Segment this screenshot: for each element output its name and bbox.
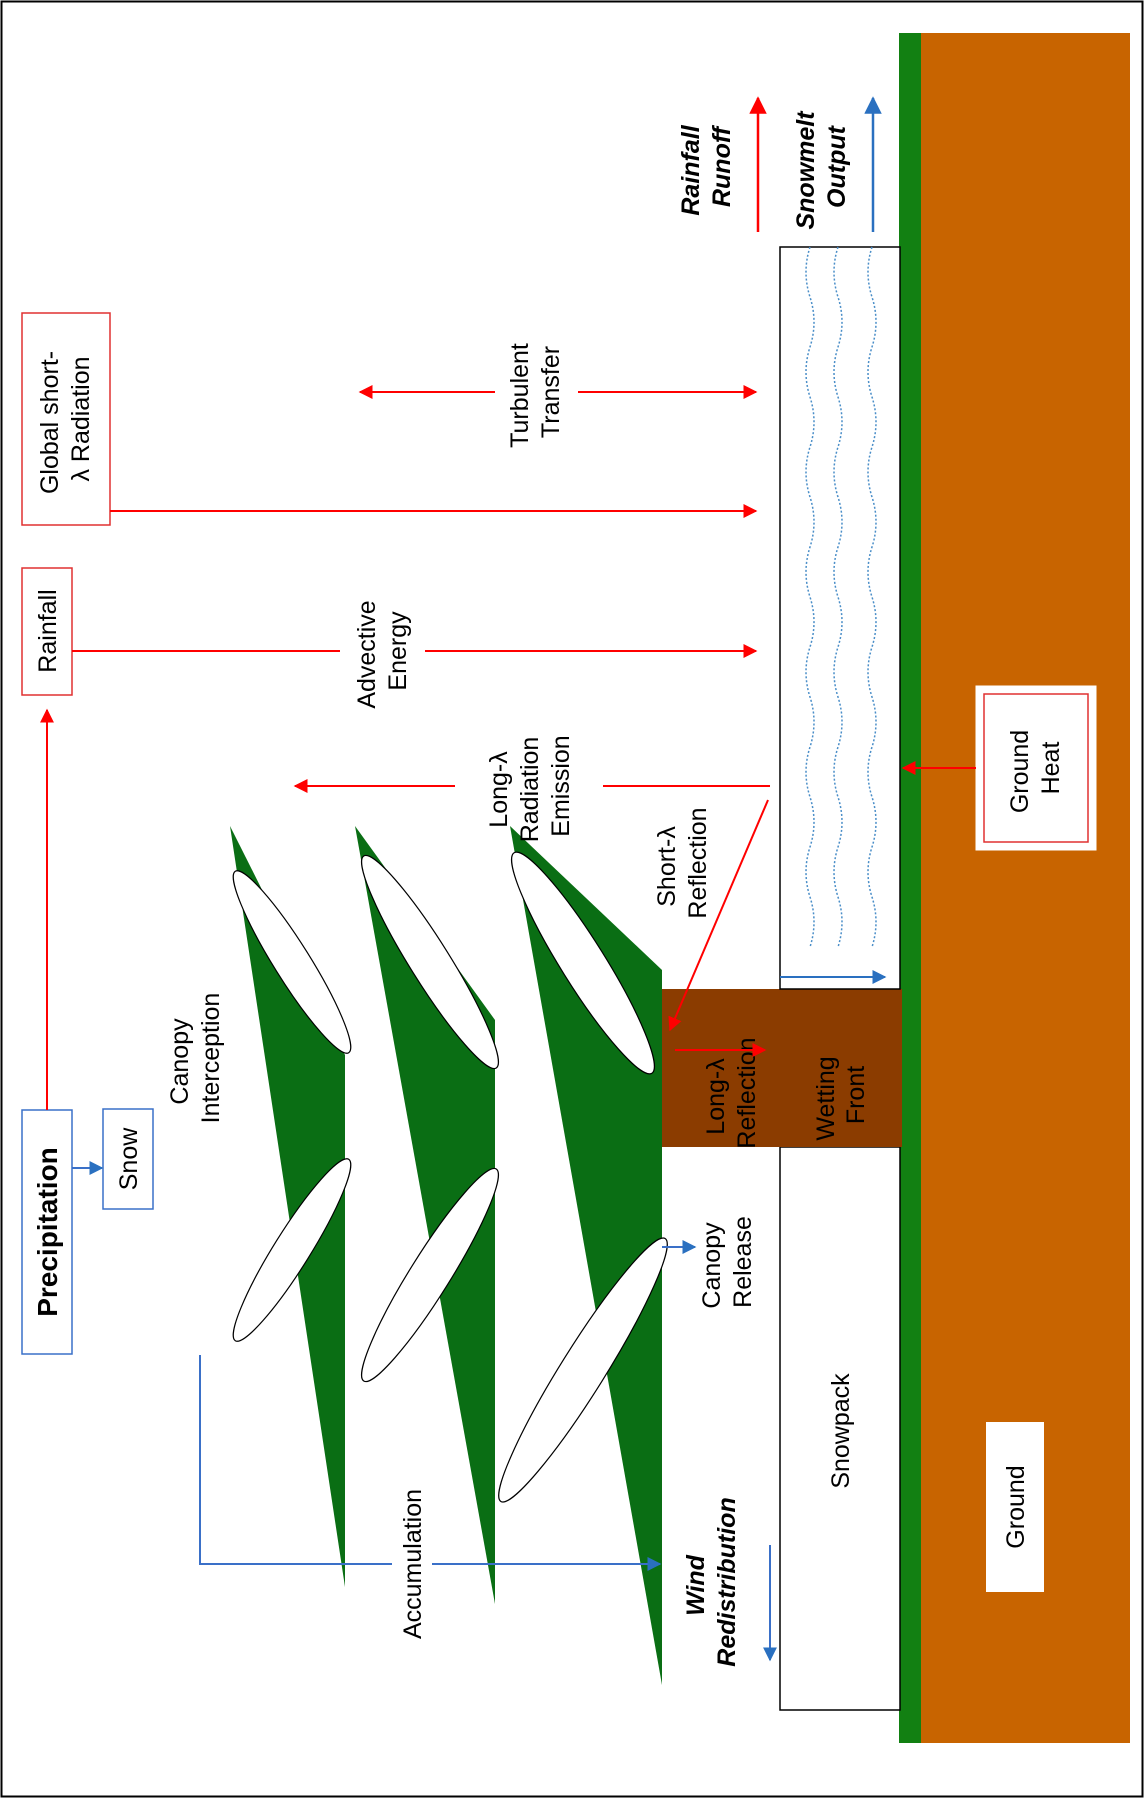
global-radiation-label: Global short- λ Radiation [36,344,95,494]
snowpack-box [779,1146,901,1711]
accumulation-label-bg [392,1498,432,1633]
snowmelt-output-label: Snowmelt Output [792,104,851,229]
turbulent-transfer-label: Turbulent Transfer [506,336,565,448]
canopy-interception-label: Canopy Interception [166,993,225,1124]
snowpack-label: Snowpack [827,1373,855,1489]
rainfall-runoff-label: Rainfall Runoff [677,118,736,215]
global-radiation-box [21,312,111,526]
precipitation-label: Precipitation [32,1147,63,1317]
rainfall-box [21,567,73,696]
ground-label: Ground [1002,1465,1030,1548]
long-emission-label: Long-λ Radiation Emission [485,730,575,843]
wetting-front-label: Wetting Front [812,1049,870,1140]
snowpack-upper-box [779,246,901,990]
ground-heat-label: Ground Heat [1006,723,1065,813]
accumulation-label: Accumulation [399,1489,427,1639]
tree [230,826,668,1685]
precipitation-box [21,1109,73,1355]
wetting-front-waves [805,246,877,948]
short-reflection-label: Short-λ Reflection [653,807,712,918]
advective-energy-label: Advective Energy [353,593,412,708]
grass-strip [899,33,921,1743]
accumulation-arrow [199,1355,662,1571]
short-reflection-arrow [668,799,769,1032]
rainfall-label: Rainfall [34,589,62,672]
snow-label: Snow [115,1127,143,1190]
canopy-release-label: Canopy Release [698,1215,757,1308]
ground-label-box [986,1422,1044,1592]
tree-trunk [662,989,902,1147]
snow-box [102,1108,154,1210]
ground-heat-box [983,693,1089,843]
wind-redistribution-label: Wind Redistribution [682,1497,741,1666]
